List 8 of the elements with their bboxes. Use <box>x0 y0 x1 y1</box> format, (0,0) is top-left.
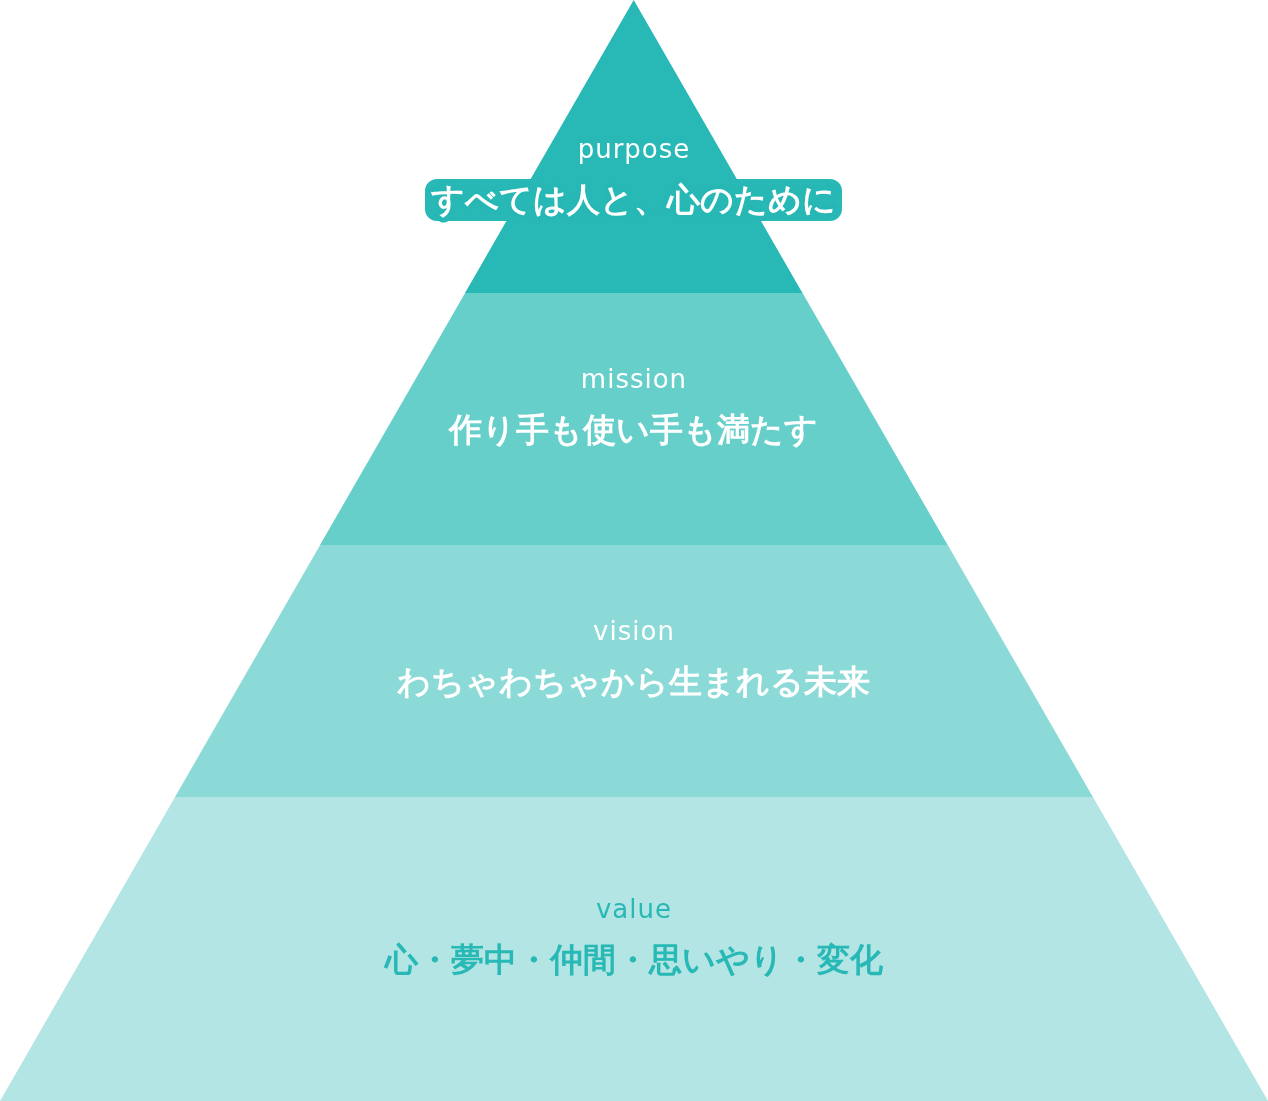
tier-heading: vision <box>593 615 675 647</box>
tier-statement: わちゃわちゃから生まれる未来 <box>397 661 871 703</box>
tier-heading: mission <box>580 363 688 395</box>
tier-heading: purpose <box>577 133 691 165</box>
tier-statement: すべては人と、心のために <box>425 179 843 221</box>
tier-statement: 作り手も使い手も満たす <box>449 409 819 451</box>
tier-statement: 心・夢中・仲間・思いやり・変化 <box>385 939 883 981</box>
tier-heading: value <box>596 893 672 925</box>
